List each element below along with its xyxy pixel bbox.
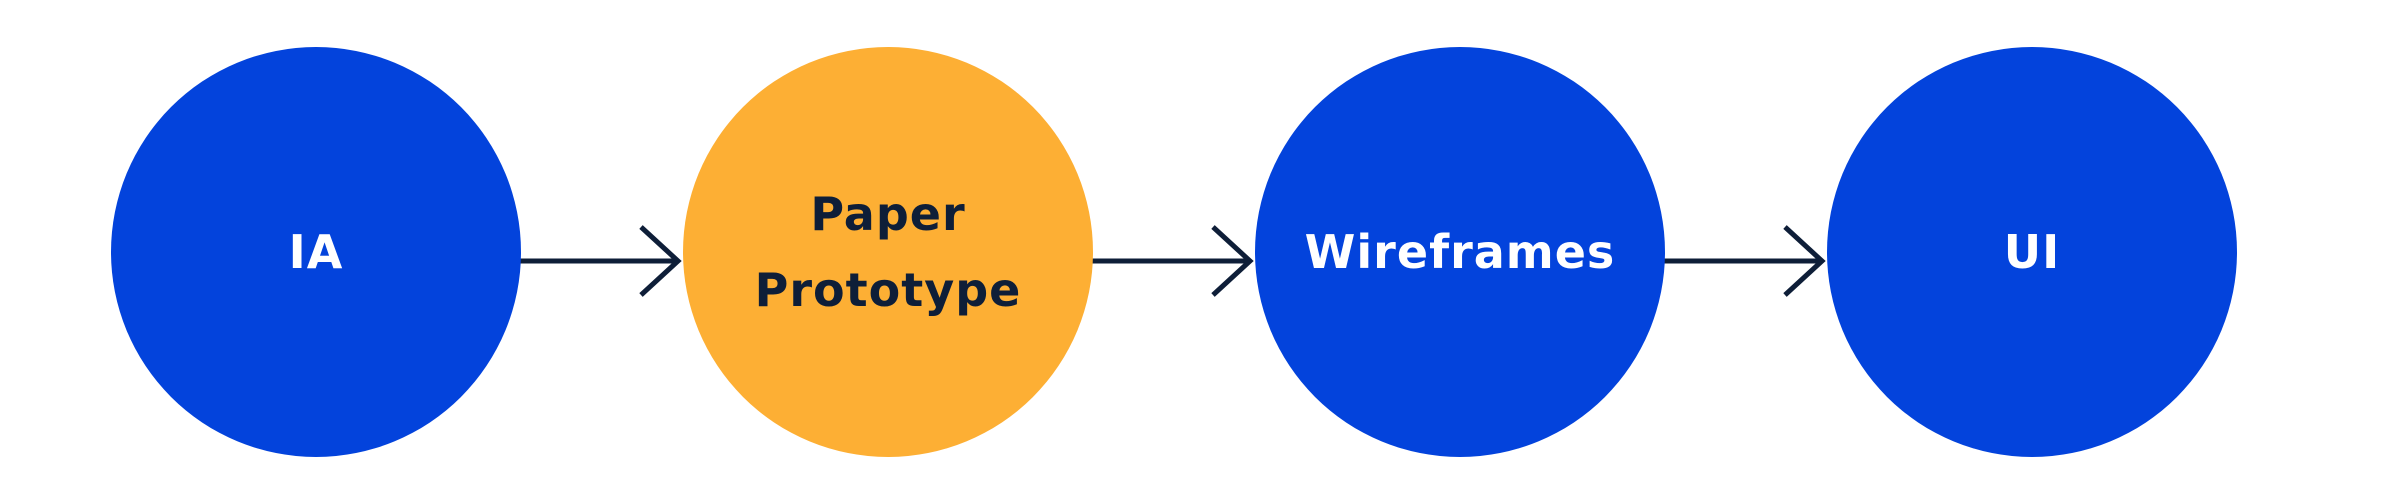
- step-ui-label: UI: [2003, 225, 2061, 279]
- arrow-2-3-head: [1211, 225, 1254, 297]
- step-wireframes-label: Wireframes: [1304, 225, 1616, 279]
- step-ia-circle: IA: [111, 47, 521, 457]
- step-ia-label: IA: [288, 225, 344, 279]
- step-paper-prototype-label: Paper Prototype: [754, 187, 1022, 317]
- arrow-3-4-head: [1783, 225, 1826, 297]
- step-ui-circle: UI: [1827, 47, 2237, 457]
- arrow-1-2-head: [639, 225, 682, 297]
- step-wireframes-circle: Wireframes: [1255, 47, 1665, 457]
- step-paper-prototype-circle: Paper Prototype: [683, 47, 1093, 457]
